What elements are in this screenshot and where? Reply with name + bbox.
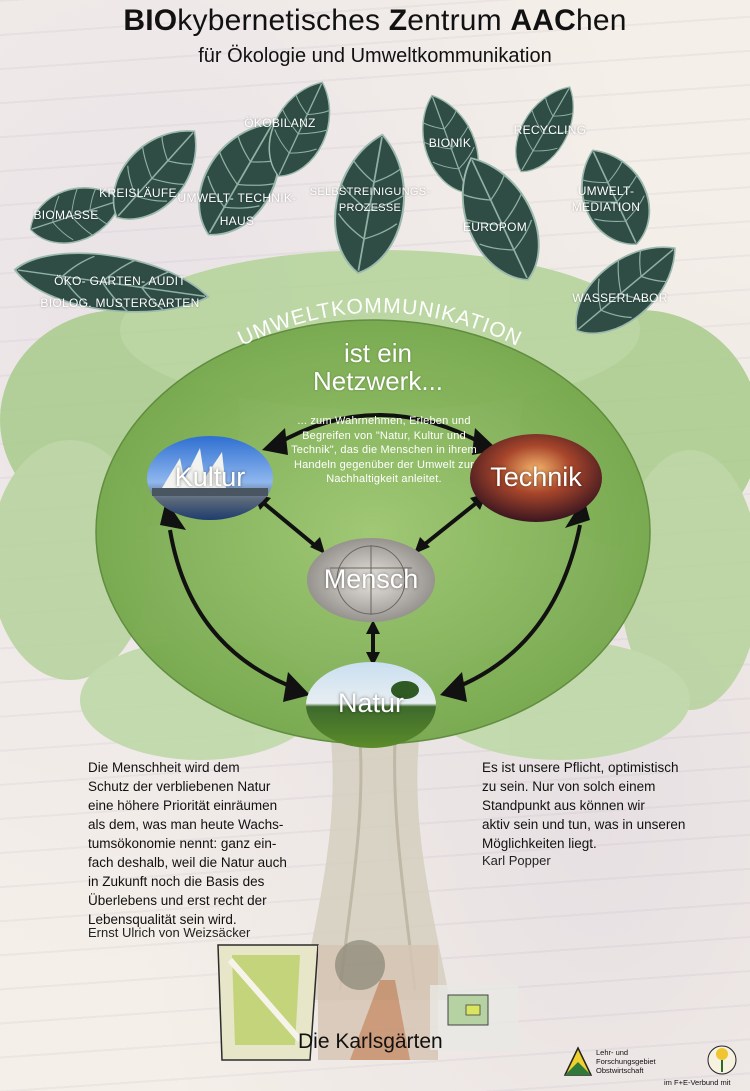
node-label-mensch: Mensch: [323, 564, 419, 594]
page-title: BIOkybernetisches Zentrum AAChen: [123, 4, 627, 37]
leaf-label-selbstreinigung: SELBSTREINIGUNGS- PROZESSE: [309, 186, 431, 214]
natur-node: [306, 662, 436, 748]
network-arrows: [168, 413, 582, 692]
network-line-2: ist ein: [344, 338, 412, 368]
karlsgaerten-photo: [318, 940, 438, 1060]
node-label-kultur: Kultur: [174, 462, 246, 492]
network-line-3: Netzwerk...: [312, 366, 444, 396]
partner-note: im F+E-Verbund mit: [664, 1078, 731, 1087]
leaf-label-europom: EUROPOM: [462, 220, 528, 234]
lehrgebiet-text: Lehr- und Forschungsgebiet Obstwirtschaf…: [596, 1048, 656, 1075]
leaf-label-kreislaeufe: KREISLÄUFE: [99, 186, 177, 200]
page-subtitle: für Ökologie und Umweltkommunikation: [198, 45, 552, 67]
quote-right: Es ist unsere Pflicht, optimistisch zu s…: [482, 760, 686, 851]
technik-node: [470, 434, 602, 522]
leaf-label-umwelt-mediation: UMWELT- MEDIATION: [571, 184, 641, 214]
leaf-label-bionik: BIONIK: [428, 136, 472, 150]
node-label-technik: Technik: [490, 462, 582, 492]
node-label-natur: Natur: [337, 688, 405, 718]
quote-right-author: Karl Popper: [482, 853, 551, 868]
quote-left: Die Menschheit wird dem Schutz der verbl…: [88, 760, 287, 927]
kultur-node: [147, 436, 273, 520]
karlsgaerten-plan-right: [430, 985, 518, 1050]
leaf-label-recycling: RECYCLING: [513, 123, 587, 137]
leaf-label-wasserlabor: WASSERLABOR: [572, 291, 668, 305]
leaf-label-biomasse: BIOMASSE: [33, 208, 99, 222]
quote-left-author: Ernst Ulrich von Weizsäcker: [88, 925, 251, 940]
karlsgaerten-caption: Die Karlsgärten: [298, 1030, 443, 1053]
leaf-label-oekobilanz: ÖKOBILANZ: [244, 116, 316, 130]
leaf-label-oeko-garten: ÖKO- GARTEN- AUDIT BIOLOG. MUSTERGARTEN: [40, 274, 200, 310]
lehrgebiet-logo: [563, 1046, 593, 1076]
network-description: ... zum Wahrnehmen, Erleben und Begreife…: [291, 415, 477, 485]
mensch-node: [307, 538, 435, 622]
leaf-label-umwelt-technik-haus: UMWELT- TECHNIK- HAUS: [177, 191, 297, 228]
karlsgaerten-plan-left: [217, 944, 319, 1061]
partner-logo: [707, 1045, 737, 1075]
